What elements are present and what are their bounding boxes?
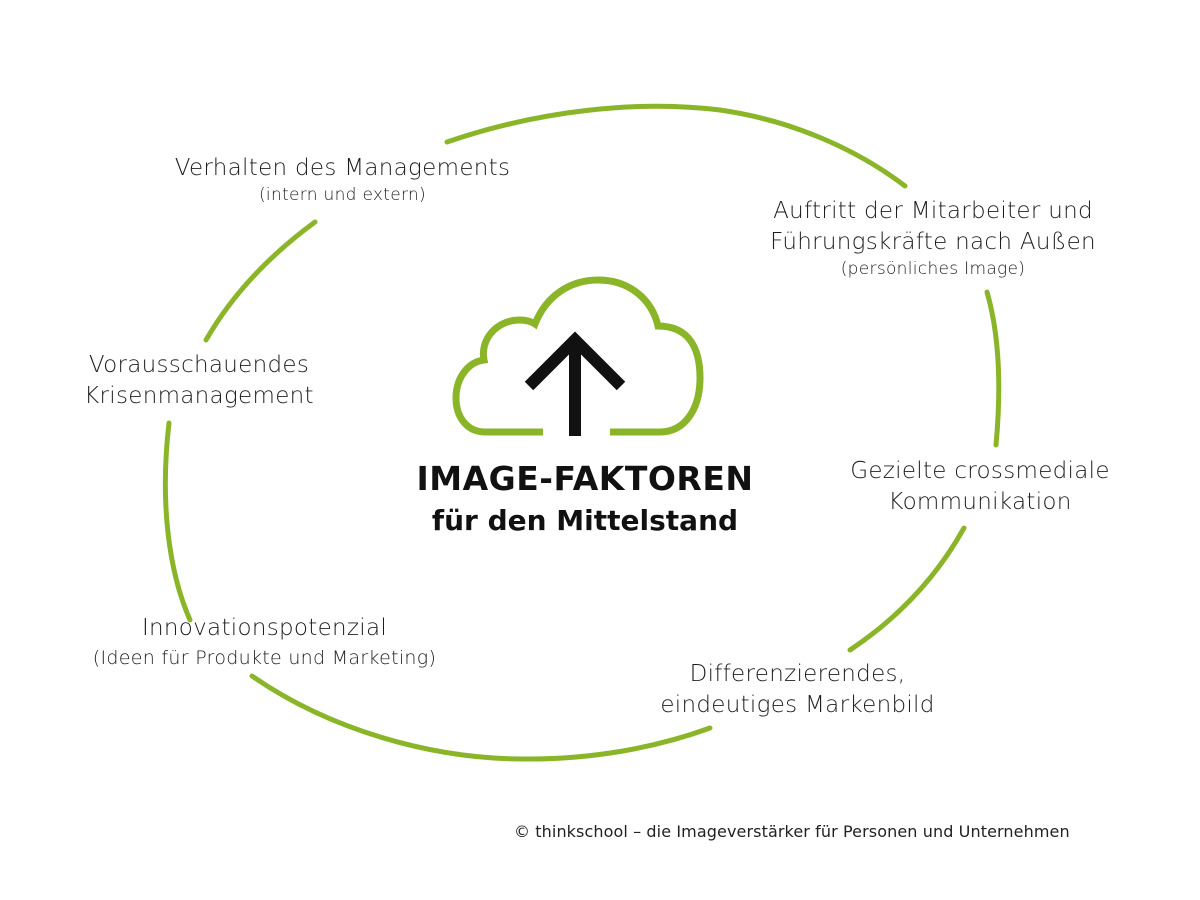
center-title: IMAGE-FAKTOREN: [416, 459, 754, 498]
factor-management: Verhalten des Managements (intern und ex…: [150, 153, 535, 206]
factor-innovation-subtitle: (Ideen für Produkte und Marketing): [92, 647, 437, 669]
ring-arc-left-upper: [203, 219, 318, 343]
factor-crisis: Vorausschauendes Krisenmanagement: [68, 350, 330, 412]
copyright-footer: © thinkschool – die Imageverstärker für …: [514, 822, 1070, 841]
ring-arc-left-lower: [162, 420, 193, 623]
factor-brand: Differenzierendes, eindeutiges Markenbil…: [640, 659, 955, 721]
factor-employees-subtitle: (persönliches Image): [840, 259, 1026, 279]
ring-arc-lower-right: [847, 525, 967, 653]
factor-employees: Auftritt der Mitarbeiter und Führungskrä…: [748, 196, 1118, 280]
factor-communication-line1: Gezielte crossmediale: [850, 458, 1110, 484]
factor-innovation-title: Innovationspotenzial: [141, 615, 388, 641]
center-title-block: IMAGE-FAKTOREN für den Mittelstand: [380, 456, 790, 540]
cloud-upload-icon: [452, 276, 704, 436]
center-subtitle: für den Mittelstand: [431, 504, 739, 537]
ring-arc-bottom: [249, 673, 713, 762]
arrow-up-icon: [524, 331, 626, 436]
factor-management-title: Verhalten des Managements: [174, 155, 511, 181]
factor-employees-line1: Auftritt der Mitarbeiter und: [773, 198, 1093, 224]
ring-arc-top: [444, 103, 908, 189]
factor-brand-line1: Differenzierendes,: [689, 661, 906, 687]
factor-communication: Gezielte crossmediale Kommunikation: [830, 456, 1130, 518]
factor-innovation: Innovationspotenzial (Ideen für Produkte…: [62, 613, 467, 672]
factor-brand-line2: eindeutiges Markenbild: [660, 692, 935, 718]
factor-management-subtitle: (intern und extern): [258, 185, 426, 205]
ring-arc-right: [984, 289, 1002, 448]
factor-crisis-line1: Vorausschauendes: [88, 352, 310, 378]
factor-communication-line2: Kommunikation: [888, 489, 1072, 515]
factor-employees-line2: Führungskräfte nach Außen: [770, 229, 1096, 255]
cloud-outline-icon: [452, 276, 704, 436]
factor-crisis-line2: Krisenmanagement: [84, 383, 314, 409]
